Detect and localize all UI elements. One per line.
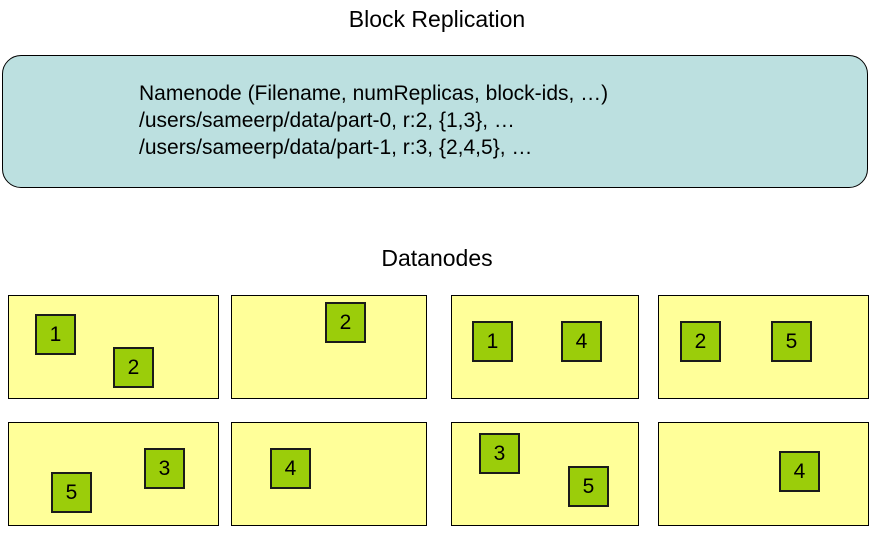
block-2: 2 [680, 321, 721, 362]
block-3: 3 [144, 448, 185, 489]
block-4: 4 [561, 321, 602, 362]
datanode-8: 4 [658, 422, 869, 526]
block-4: 4 [779, 451, 820, 492]
block-2: 2 [325, 302, 366, 343]
page-title: Block Replication [348, 6, 526, 32]
block-5: 5 [771, 321, 812, 362]
namenode-line-part-1: /users/sameerp/data/part-1, r:3, {2,4,5}… [139, 136, 533, 159]
namenode-line-part-0: /users/sameerp/data/part-0, r:2, {1,3}, … [139, 109, 515, 132]
namenode-line-schema: Namenode (Filename, numReplicas, block-i… [139, 82, 609, 105]
block-5: 5 [51, 472, 92, 513]
block-2: 2 [113, 347, 154, 388]
datanode-6: 4 [231, 422, 427, 526]
datanode-2: 2 [231, 295, 427, 399]
block-5: 5 [568, 466, 609, 507]
block-4: 4 [270, 448, 311, 489]
namenode-box: Namenode (Filename, numReplicas, block-i… [2, 55, 868, 188]
block-1: 1 [472, 321, 513, 362]
block-1: 1 [35, 314, 76, 355]
block-3: 3 [479, 433, 520, 474]
namenode-text: Namenode (Filename, numReplicas, block-i… [139, 80, 608, 161]
datanodes-label: Datanodes [381, 245, 493, 271]
